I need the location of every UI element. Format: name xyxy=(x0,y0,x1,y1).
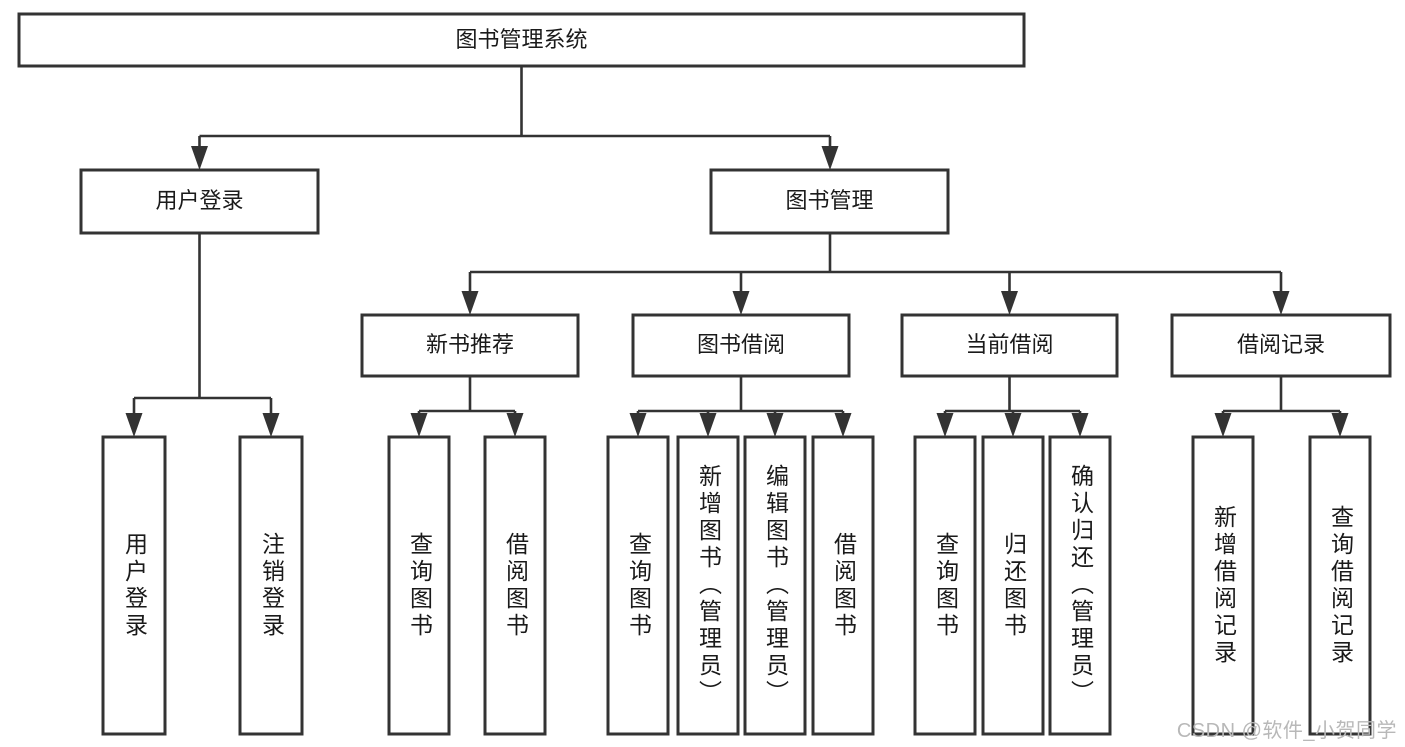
node-leaf-user-login-box[interactable] xyxy=(101,435,167,736)
arrow-current-leaf-3 xyxy=(1071,413,1089,437)
connector-group-current xyxy=(936,376,1089,437)
node-leaf-query-book-nb-box[interactable] xyxy=(387,435,451,736)
arrow-root-to-user-login xyxy=(191,146,208,170)
node-leaf-query-record-box[interactable] xyxy=(1308,435,1372,736)
node-book-mgmt-label: 图书管理 xyxy=(785,188,873,213)
arrow-book-mgmt-to-new-book xyxy=(461,291,479,315)
arrow-user-login-leaf-2 xyxy=(262,413,280,437)
connector-group-user-login xyxy=(125,233,280,437)
arrow-borrow-leaf-4 xyxy=(834,413,852,437)
node-new-book-label: 新书推荐 xyxy=(426,332,514,357)
connector-group-borrow xyxy=(629,376,852,437)
arrow-book-mgmt-to-records xyxy=(1272,291,1290,315)
arrow-records-leaf-2 xyxy=(1331,413,1349,437)
connector-group-records xyxy=(1214,376,1349,437)
node-records-label: 借阅记录 xyxy=(1237,332,1325,357)
node-leaf-confirm-return-box[interactable] xyxy=(1048,435,1112,736)
node-leaf-query-book-bw-box[interactable] xyxy=(606,435,670,736)
arrow-new-book-leaf-1 xyxy=(410,413,428,437)
node-current-box[interactable] xyxy=(900,313,1119,378)
arrow-borrow-leaf-3 xyxy=(766,413,784,437)
node-records-box[interactable] xyxy=(1170,313,1392,378)
connector-group-book-mgmt xyxy=(461,233,1290,315)
node-book-mgmt-box[interactable] xyxy=(709,168,950,235)
arrow-user-login-leaf-1 xyxy=(125,413,143,437)
arrow-borrow-leaf-1 xyxy=(629,413,647,437)
connector-group-new-book xyxy=(410,376,524,437)
arrow-records-leaf-1 xyxy=(1214,413,1232,437)
node-leaf-borrow-book-bw-box[interactable] xyxy=(811,435,875,736)
arrow-book-mgmt-to-current xyxy=(1001,291,1018,315)
node-leaf-return-book-box[interactable] xyxy=(981,435,1045,736)
node-borrow-label: 图书借阅 xyxy=(697,332,785,357)
node-leaf-logout-box[interactable] xyxy=(238,435,304,736)
node-leaf-add-record-box[interactable] xyxy=(1191,435,1255,736)
node-current-label: 当前借阅 xyxy=(965,332,1053,357)
arrow-book-mgmt-to-borrow xyxy=(732,291,750,315)
arrow-borrow-leaf-2 xyxy=(699,413,717,437)
node-borrow-box[interactable] xyxy=(631,313,851,378)
node-root-label: 图书管理系统 xyxy=(455,27,587,52)
arrow-current-leaf-2 xyxy=(1004,413,1022,437)
arrow-root-to-book-mgmt xyxy=(821,146,839,170)
csdn-watermark: CSDN @软件_小贺同学 xyxy=(1176,720,1397,742)
arrow-new-book-leaf-2 xyxy=(506,413,524,437)
node-new-book-box[interactable] xyxy=(360,313,580,378)
connector-group-root xyxy=(191,66,839,170)
node-leaf-query-book-cu-box[interactable] xyxy=(913,435,977,736)
node-leaf-add-book-box[interactable] xyxy=(676,435,740,736)
node-leaf-edit-book-box[interactable] xyxy=(743,435,807,736)
node-leaf-borrow-book-nb-box[interactable] xyxy=(483,435,547,736)
arrow-current-leaf-1 xyxy=(936,413,954,437)
node-root-box[interactable] xyxy=(17,12,1026,68)
node-user-login-box[interactable] xyxy=(79,168,320,235)
node-user-login-label: 用户登录 xyxy=(155,188,243,213)
